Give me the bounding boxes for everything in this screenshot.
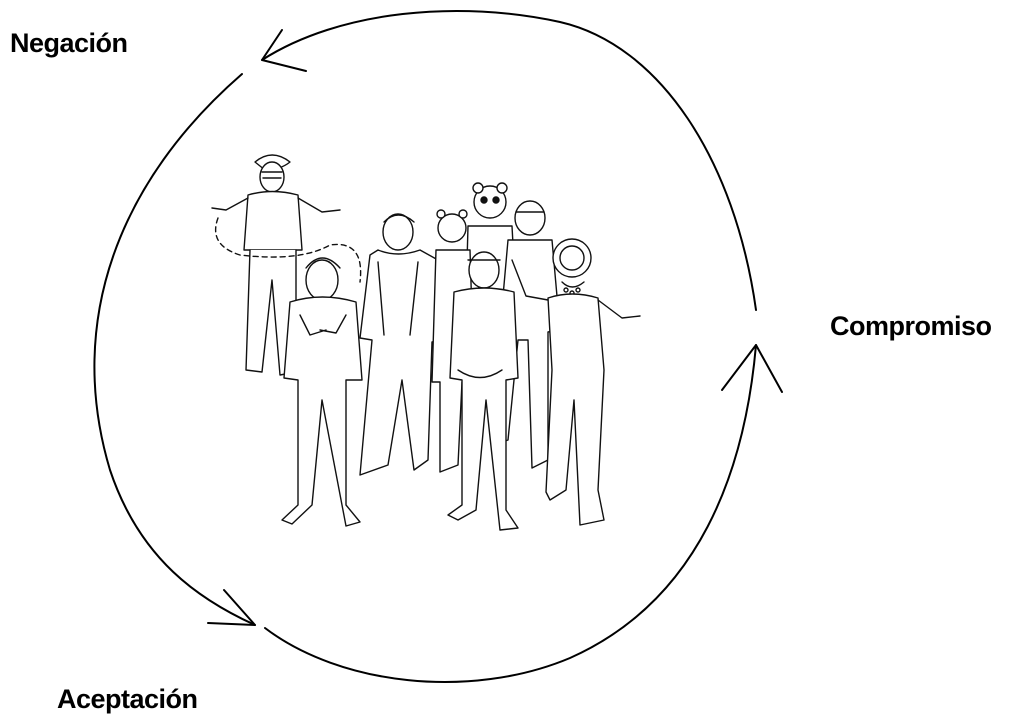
person-dog-mask: [447, 251, 519, 531]
stage-label-compromiso: Compromiso: [830, 311, 992, 341]
cycle-arc-bottom-right: [264, 344, 757, 683]
arrowhead-compromiso-icon: [721, 344, 783, 393]
person-lion-mask: [511, 238, 641, 526]
stage-label-negacion: Negación: [10, 28, 128, 58]
arrowhead-aceptacion-icon: [207, 589, 256, 626]
cycle-arc-top-right: [261, 9, 757, 311]
arrowhead-negacion-icon: [261, 29, 307, 72]
cycle-arc-left: [93, 73, 256, 626]
person-bee-mask: [211, 154, 362, 376]
masked-people-illustration: [211, 154, 641, 531]
stage-label-aceptacion: Aceptación: [57, 684, 198, 714]
person-monkey-mask: [359, 213, 445, 476]
person-cat-mask: [281, 257, 363, 527]
